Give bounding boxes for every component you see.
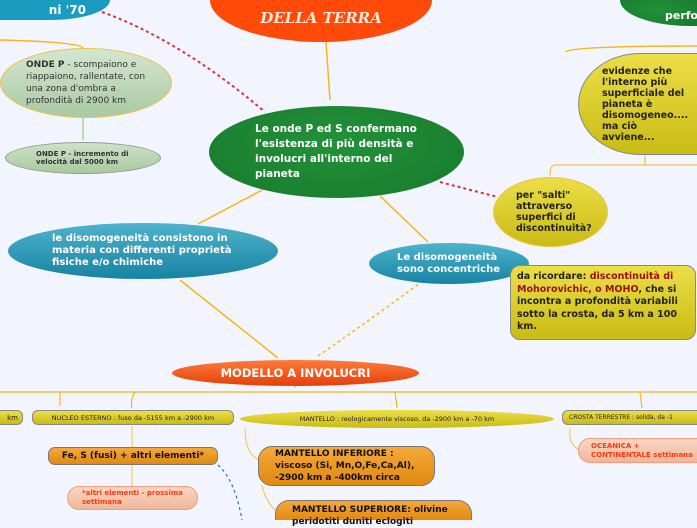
node-text: CROSTA TERRESTRE : solida, da -1 <box>569 414 673 421</box>
node-concentriche[interactable]: Le disomogeneità sono concentriche <box>369 243 529 284</box>
node-oceanica[interactable]: OCEANICA + CONTINENTALE settimana <box>578 438 697 463</box>
node-text: Fe, S (fusi) + altri elementi* <box>61 451 205 461</box>
node-km[interactable]: km <box>0 410 23 425</box>
node-text: *altri elementi - prossima settimana <box>82 489 183 506</box>
node-text: per "salti" attraverso superfici di disc… <box>516 190 592 234</box>
node-fe-s[interactable]: Fe, S (fusi) + altri elementi* <box>48 447 218 465</box>
node-modello[interactable]: MODELLO A INVOLUCRI <box>172 360 419 386</box>
connector-materia-modello <box>179 279 279 359</box>
node-text: MANTELLO INFERIORE : viscoso (Si, Mn,O,F… <box>275 449 415 483</box>
node-text: km <box>7 413 18 422</box>
node-text: NUCLEO ESTERNO : fuso da -5155 km a -290… <box>51 413 215 422</box>
connector-center-materia <box>197 189 263 225</box>
node-text: Le disomogeneità sono concentriche <box>397 251 501 275</box>
node-mantello-inferiore[interactable]: MANTELLO INFERIORE : viscoso (Si, Mn,O,F… <box>258 446 435 486</box>
node-text: MODELLO A INVOLUCRI <box>220 366 371 380</box>
node-center[interactable]: Le onde P ed S confermano l'esistenza di… <box>209 106 464 198</box>
node-altri-elementi[interactable]: *altri elementi - prossima settimana <box>67 486 198 510</box>
node-text: Le onde P ed S confermano l'esistenza di… <box>255 123 417 180</box>
node-onde-p-2[interactable]: ONDE P - incremento di velocità dal 5000… <box>5 142 161 174</box>
node-nucleo-esterno[interactable]: NUCLEO ESTERNO : fuso da -5155 km a -290… <box>32 410 234 425</box>
node-top-left[interactable]: ni '70 <box>0 0 110 20</box>
connector-evidenze <box>565 45 697 53</box>
node-text: da ricordare: discontinuità di Mohorovic… <box>517 271 678 333</box>
node-text: OCEANICA + CONTINENTALE settimana <box>591 441 693 459</box>
node-text: MANTELLO SUPERIORE: olivine peridotiti d… <box>292 505 448 527</box>
node-onde-p[interactable]: ONDE P - scompaiono e riappaiono, rallen… <box>0 48 172 118</box>
node-evidenze[interactable]: evidenze che l'interno più superficiale … <box>578 53 697 155</box>
connector-salti <box>549 155 646 177</box>
connector-title-center <box>325 41 331 101</box>
node-text: DELLA TERRA <box>260 9 382 27</box>
node-mantello-superiore[interactable]: MANTELLO SUPERIORE: olivine peridotiti d… <box>275 500 472 527</box>
node-text: le disomogeneità consistono in materia c… <box>52 233 232 268</box>
node-text: MANTELLO : reologicamente viscoso, da -2… <box>299 415 495 423</box>
connector-center-concentriche <box>379 195 429 243</box>
node-text: ni '70 <box>48 3 86 17</box>
node-mantello[interactable]: MANTELLO : reologicamente viscoso, da -2… <box>240 410 554 428</box>
node-text: ONDE P - scompaiono e riappaiono, rallen… <box>26 60 146 106</box>
node-top-right[interactable]: perfo <box>620 0 697 26</box>
node-text: perfo <box>665 8 697 22</box>
node-ricordare[interactable]: da ricordare: discontinuità di Mohorovic… <box>510 265 696 340</box>
node-text: ONDE P - incremento di velocità dal 5000… <box>36 150 129 166</box>
connector-onde <box>0 39 84 49</box>
node-crosta[interactable]: CROSTA TERRESTRE : solida, da -1 <box>562 410 697 425</box>
node-text: evidenze che l'interno più superficiale … <box>602 65 689 143</box>
node-disomogeneita-materia[interactable]: le disomogeneità consistono in materia c… <box>8 223 278 279</box>
link-dotted-yellow <box>317 282 421 357</box>
node-salti[interactable]: per "salti" attraverso superfici di disc… <box>493 177 608 247</box>
link-red-2 <box>439 181 499 198</box>
link-blue <box>217 464 243 520</box>
link-red-1 <box>101 11 266 113</box>
